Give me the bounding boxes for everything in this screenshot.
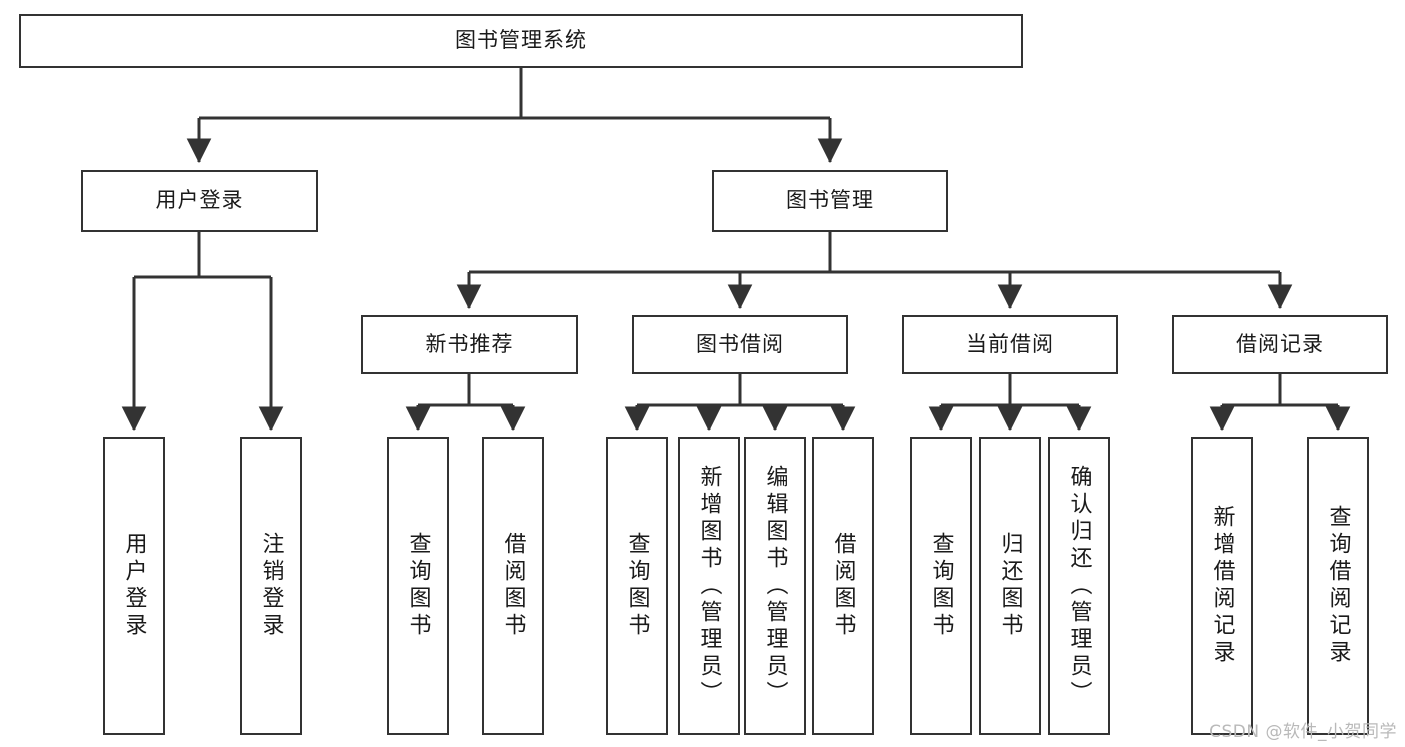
node-root-system[interactable]: 图书管理系统 <box>19 14 1023 68</box>
node-label: 新增借阅记录 <box>1209 505 1235 667</box>
node-label: 用户登录 <box>155 188 244 213</box>
leaf-return-book[interactable]: 归还图书 <box>979 437 1041 735</box>
node-label: 图书管理 <box>786 188 874 213</box>
leaf-logout[interactable]: 注销登录 <box>240 437 302 735</box>
node-label: 借阅图书 <box>830 532 856 640</box>
node-label: 借阅图书 <box>500 532 526 640</box>
node-label: 用户登录 <box>121 532 147 640</box>
csdn-watermark: CSDN @软件_小贺同学 <box>1209 722 1397 742</box>
node-label: 归还图书 <box>997 532 1023 640</box>
node-label: 注销登录 <box>258 532 284 640</box>
node-label: 图书借阅 <box>696 331 784 356</box>
node-label: 当前借阅 <box>966 331 1054 356</box>
node-user-login[interactable]: 用户登录 <box>81 170 318 232</box>
node-label: 新增图书（管理员） <box>696 464 722 708</box>
node-label: 借阅记录 <box>1236 331 1324 356</box>
node-current-borrow[interactable]: 当前借阅 <box>902 315 1118 374</box>
leaf-user-login[interactable]: 用户登录 <box>103 437 165 735</box>
leaf-add-borrow-record[interactable]: 新增借阅记录 <box>1191 437 1253 735</box>
node-label: 查询借阅记录 <box>1325 505 1351 667</box>
node-label: 确认归还（管理员） <box>1066 464 1092 708</box>
leaf-add-book-admin[interactable]: 新增图书（管理员） <box>678 437 740 735</box>
leaf-query-book-borrow[interactable]: 查询图书 <box>606 437 668 735</box>
node-label: 查询图书 <box>624 532 650 640</box>
leaf-query-book-current[interactable]: 查询图书 <box>910 437 972 735</box>
node-label: 新书推荐 <box>425 331 514 356</box>
leaf-borrow-book[interactable]: 借阅图书 <box>812 437 874 735</box>
node-label: 查询图书 <box>928 532 954 640</box>
node-label: 图书管理系统 <box>455 28 587 53</box>
leaf-edit-book-admin[interactable]: 编辑图书（管理员） <box>744 437 806 735</box>
node-book-borrow[interactable]: 图书借阅 <box>632 315 848 374</box>
node-new-book-recommend[interactable]: 新书推荐 <box>361 315 578 374</box>
leaf-borrow-book-recommend[interactable]: 借阅图书 <box>482 437 544 735</box>
leaf-confirm-return-admin[interactable]: 确认归还（管理员） <box>1048 437 1110 735</box>
node-book-management[interactable]: 图书管理 <box>712 170 948 232</box>
node-label: 查询图书 <box>405 532 431 640</box>
node-label: 编辑图书（管理员） <box>762 464 788 708</box>
leaf-query-book-recommend[interactable]: 查询图书 <box>387 437 449 735</box>
leaf-query-borrow-record[interactable]: 查询借阅记录 <box>1307 437 1369 735</box>
node-borrow-record[interactable]: 借阅记录 <box>1172 315 1388 374</box>
